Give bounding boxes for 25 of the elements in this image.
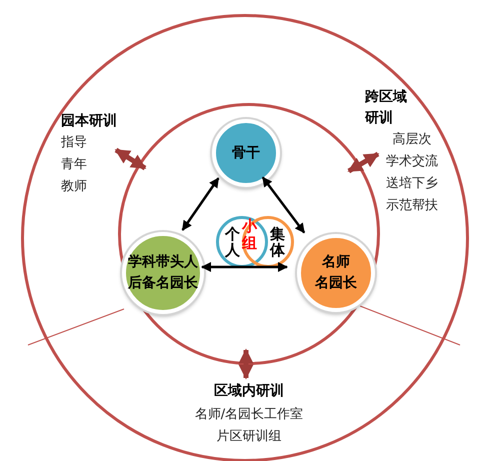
venn-text: 集体 (270, 226, 285, 258)
body-text: 青年 (61, 156, 87, 174)
node-text: 骨干 (232, 144, 260, 162)
body-text: 送培下乡 (385, 175, 439, 193)
node-text: 名园长 (315, 274, 357, 293)
double-arrow (262, 176, 306, 234)
node-text: 学科带头人 (128, 253, 198, 272)
node-text: 后备名园长 (128, 274, 198, 293)
double-arrow (238, 348, 254, 380)
double-arrow (182, 177, 220, 231)
section-heading: 跨区域研训 (365, 88, 407, 128)
double-arrow (114, 148, 146, 170)
venn-text: 个人 (225, 226, 240, 258)
section-heading: 区域内研训 (214, 382, 284, 401)
body-text: 片区研训组 (216, 428, 282, 446)
body-text: 学术交流 (385, 153, 439, 171)
node-text: 名师 (322, 253, 350, 272)
double-arrow (348, 152, 380, 174)
body-text: 指导 (61, 134, 87, 152)
body-text: 教师 (61, 178, 87, 196)
body-text: 示范帮扶 (385, 197, 439, 215)
double-arrow (201, 262, 288, 272)
section-heading: 园本研训 (61, 112, 117, 131)
body-text: 高层次 (392, 131, 432, 149)
body-text: 名师/名园长工作室 (194, 406, 304, 424)
